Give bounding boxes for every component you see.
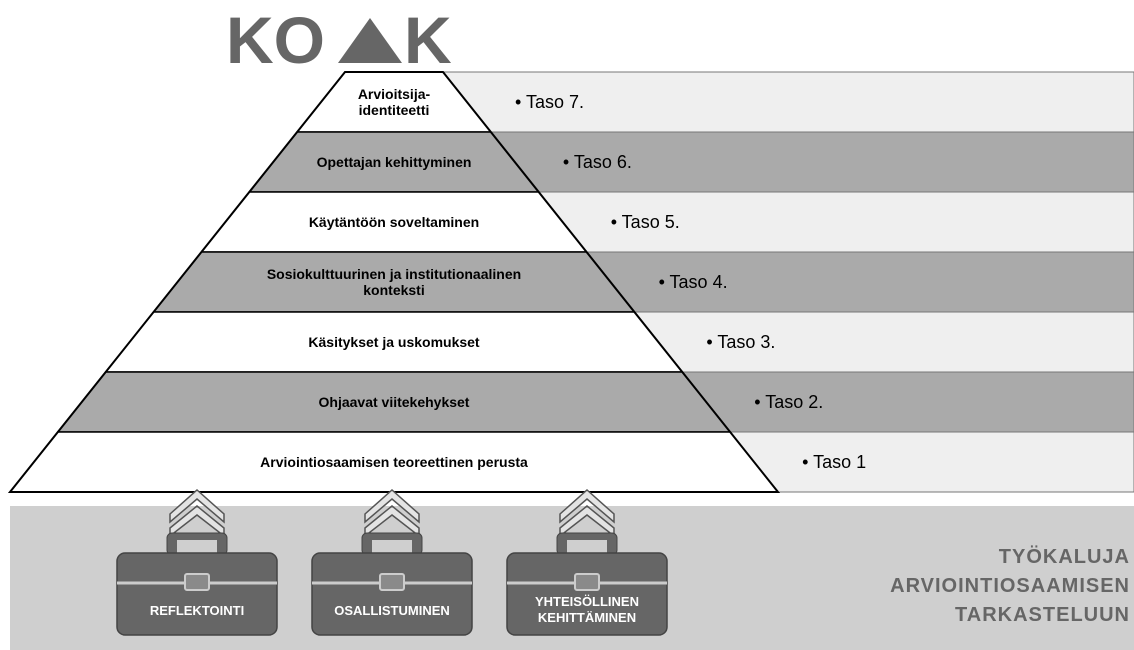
level-band bbox=[631, 311, 1134, 373]
level-name: Käsitykset ja uskomukset bbox=[308, 334, 480, 350]
tool-item: OSALLISTUMINEN bbox=[311, 488, 473, 636]
level-name: Opettajan kehittyminen bbox=[317, 154, 472, 170]
level-name: Sosiokulttuurinen ja institutionaalinen bbox=[267, 266, 521, 282]
tool-label: REFLEKTOINTI bbox=[150, 603, 244, 618]
logo: KO K bbox=[226, 3, 452, 77]
taso-label: • Taso 4. bbox=[659, 272, 728, 292]
taso-label: • Taso 3. bbox=[706, 332, 775, 352]
level-band bbox=[727, 431, 1134, 493]
logo-triangle-icon bbox=[338, 18, 402, 63]
taso-label: • Taso 5. bbox=[611, 212, 680, 232]
briefcase-icon bbox=[116, 532, 278, 636]
side-caption-line: TARKASTELUUN bbox=[955, 604, 1130, 626]
tool-item: REFLEKTOINTI bbox=[116, 488, 278, 636]
pyramid-outline bbox=[7, 71, 781, 493]
toolbar: REFLEKTOINTI OSALLISTUMINEN YHTEISÖLLINENK… bbox=[10, 488, 1134, 650]
taso-label: • Taso 1 bbox=[802, 452, 866, 472]
level-band bbox=[440, 71, 1134, 133]
tool-label: KEHITTÄMINEN bbox=[538, 610, 636, 625]
level-name: Arvioitsija- bbox=[358, 86, 431, 102]
level-name: Käytäntöön soveltaminen bbox=[309, 214, 479, 230]
level-band bbox=[488, 131, 1134, 193]
taso-label: • Taso 6. bbox=[563, 152, 632, 172]
level-bands: • Taso 7. • Taso 6. • Taso 5. • Taso 4. • Ta… bbox=[440, 71, 1134, 493]
briefcase-icon bbox=[311, 532, 473, 636]
logo-text-left: KO bbox=[226, 3, 325, 77]
briefcase-icon bbox=[506, 532, 668, 636]
logo-text-right: K bbox=[404, 3, 452, 77]
level-name: identiteetti bbox=[359, 102, 430, 118]
side-caption-line: TYÖKALUJA bbox=[999, 545, 1130, 568]
tool-label: OSALLISTUMINEN bbox=[334, 603, 450, 618]
taso-label: • Taso 7. bbox=[515, 92, 584, 112]
side-caption-line: ARVIOINTIOSAAMISEN bbox=[890, 575, 1130, 597]
taso-label: • Taso 2. bbox=[754, 392, 823, 412]
level-band bbox=[536, 191, 1134, 253]
level-band bbox=[679, 371, 1134, 433]
level-name: Ohjaavat viitekehykset bbox=[319, 394, 470, 410]
level-name: Arviointiosaamisen teoreettinen perusta bbox=[260, 454, 528, 470]
tool-label: YHTEISÖLLINEN bbox=[535, 594, 639, 609]
level-name: konteksti bbox=[363, 282, 424, 298]
